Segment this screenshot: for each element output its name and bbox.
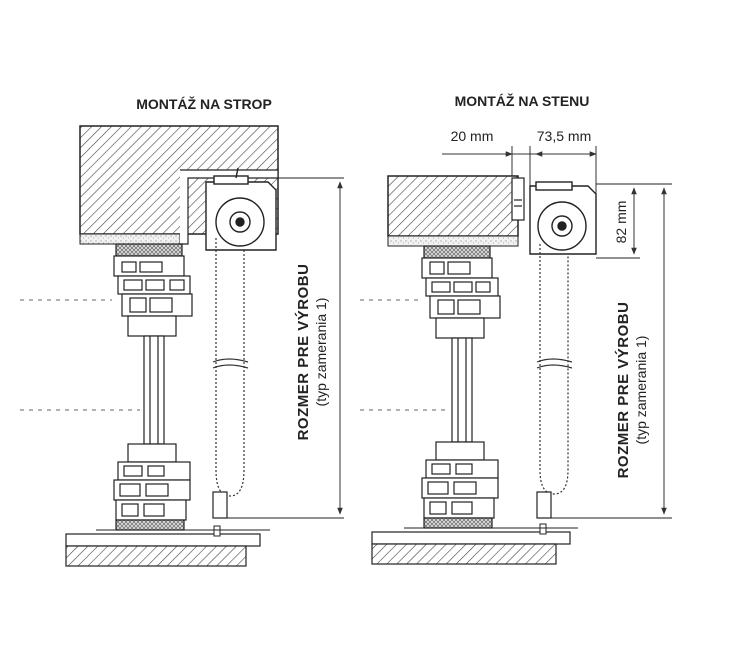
roller-blind-housing-right	[529, 181, 597, 255]
wall-dashed-lines	[20, 299, 140, 411]
bottom-rail-right	[536, 491, 672, 519]
chain-cord-right	[536, 244, 573, 495]
window-frame-profile-right	[421, 245, 501, 529]
vertical-dimension-sublabel-right: (typ zamerania 1)	[633, 336, 649, 445]
ceiling-mount-title: MONTÁŽ NA STROP	[136, 95, 272, 112]
dim-left-label: 20 mm	[451, 128, 494, 144]
wall-dashed-lines-right	[360, 299, 448, 411]
vertical-dimension-label-right: ROZMER PRE VÝROBU	[614, 302, 632, 479]
vertical-dimension-sublabel: (typ zamerania 1)	[313, 298, 329, 407]
ceiling-mount-diagram: MONTÁŽ NA STROP	[20, 95, 344, 567]
dim-right-label: 73,5 mm	[537, 128, 591, 144]
vertical-dimension-label: ROZMER PRE VÝROBU	[294, 264, 312, 441]
window-sill	[65, 525, 270, 567]
wall-bracket	[511, 177, 525, 221]
wall-block	[387, 175, 519, 247]
dim-height-label: 82 mm	[613, 201, 629, 244]
height-dimension-right: ROZMER PRE VÝROBU (typ zamerania 1)	[614, 187, 667, 515]
housing-height-dimension: 82 mm	[596, 183, 672, 259]
window-frame-profile	[113, 243, 193, 531]
window-sill-right	[371, 523, 578, 565]
wall-mount-diagram: MONTÁŽ NA STENU 20 mm 73,5 mm	[360, 92, 672, 565]
wall-mount-title: MONTÁŽ NA STENU	[455, 92, 590, 109]
roller-blind-housing	[205, 167, 277, 251]
bottom-rail	[212, 491, 344, 519]
height-dimension: ROZMER PRE VÝROBU (typ zamerania 1)	[278, 177, 344, 515]
chain-cord	[212, 238, 249, 497]
